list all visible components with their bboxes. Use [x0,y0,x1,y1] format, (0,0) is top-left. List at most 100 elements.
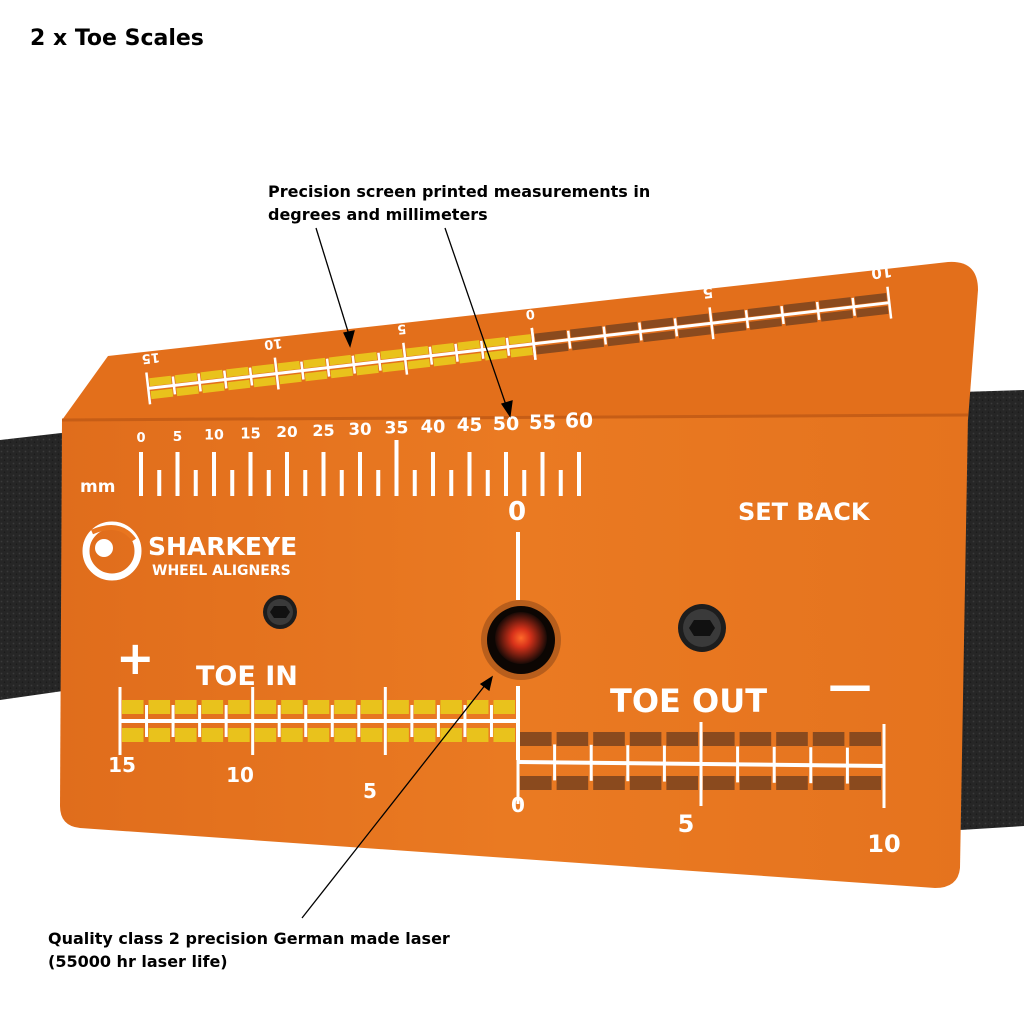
toe-out-band-cell [629,732,662,746]
top-toe-out-band-cell [641,317,674,330]
mm-tick-label: 60 [565,409,593,433]
top-toe-in-tick [377,352,382,371]
mm-tick-label: 30 [348,420,371,439]
toe-in-band-cell [334,700,356,714]
top-toe-out-band-cell [570,325,603,338]
top-toe-in-band-cell [354,351,378,363]
top-toe-out-band-cell [856,305,889,318]
top-toe-out-band-cell [642,330,676,343]
mm-tick-label: 10 [204,428,224,444]
toe-out-band-cell [812,776,845,790]
toe-out-band-cell [739,776,772,790]
top-toe-out-band-cell [535,342,569,355]
toe-in-band-cell [122,700,144,714]
top-scale-baseline [148,301,890,390]
top-toe-out-band-cell [820,310,853,322]
toe-in-band-cell [493,728,515,742]
top-toe-out-band-cell [607,334,640,347]
top-toe-out-band-cell [678,326,711,339]
top-toe-in-band-cell [227,379,251,391]
top-toe-out-tick [851,297,856,316]
page-title: 2 x Toe Scales [30,26,204,51]
toe-in-band-cell [334,728,356,742]
top-toe-out-band-cell [605,321,639,334]
top-toe-in-tick [171,376,177,395]
top-toe-in-tick [454,343,459,362]
top-toe-out-tick [708,307,715,340]
top-toe-out-number: 5 [702,283,714,302]
toe-out-band-cell [776,732,808,746]
top-toe-in-number: 0 [525,306,536,322]
top-toe-in-tick [300,361,305,380]
top-toe-out-band-cell [747,305,781,317]
toe-out-band-cell [520,776,552,790]
top-toe-out-band-cell [713,322,747,334]
top-toe-out-band-cell [784,314,818,326]
toe-out-band-cell [556,776,589,790]
toe-in-band-cell [387,728,409,742]
toe-out-band-cell [703,732,735,746]
mm-tick-label: 50 [493,413,519,435]
toe-in-band-cell [307,728,330,742]
top-toe-out-band-cell [571,338,605,351]
top-toe-in-band-cell [251,363,275,375]
top-toe-in-tick [197,373,202,392]
top-toe-out-band-cell [676,313,710,326]
top-toe-out-tick [744,310,750,329]
top-toe-in-band-cell [174,372,198,384]
setback-label: SET BACK [738,498,871,526]
mm-tick-label: 35 [385,419,409,439]
toe-in-band-cell [466,728,489,742]
top-toe-in-band-cell [458,352,482,364]
top-toe-out-tick [673,318,679,337]
top-toe-in-number: 15 [141,349,161,366]
top-toe-out-tick [530,327,537,360]
toe-in-band-cell [228,700,250,714]
top-toe-in-band-cell [356,364,379,376]
sharkeye-logo [82,521,142,581]
top-toe-in-band-cell [277,360,301,372]
toe-out-band-cell [520,732,552,746]
top-toe-in-band-cell [150,388,174,400]
toe-in-band-cell [360,700,383,714]
top-toe-in-tick [428,346,434,365]
top-toe-in-band-cell [176,385,199,397]
top-toe-out-band-cell [712,309,745,322]
top-toe-out-band-cell [783,301,816,313]
top-toe-in-band-cell [304,370,328,382]
toe-in-band-cell [281,700,303,714]
top-toe-in-band-cell [226,366,249,378]
top-toe-out-tick [780,305,785,325]
top-toe-in-tick [479,340,485,359]
top-toe-in-band-cell [303,357,326,369]
toe-out-band-cell [593,776,625,790]
toe-in-label-number: 15 [108,753,136,777]
toe-in-band-cell [201,700,224,714]
mm-tick-label: 5 [173,429,182,445]
toe-in-band-cell [493,700,515,714]
toe-out-label-number: 5 [678,810,695,838]
toe-in-band-cell [387,700,409,714]
top-toe-out-band-cell [854,292,888,305]
top-toe-in-tick [351,355,357,374]
toe-out-label: TOE OUT [610,682,767,720]
toe-in-band-cell [307,700,330,714]
toe-out-band-cell [849,732,881,746]
mm-tick-label: 0 [136,431,145,446]
toe-out-label-number: 10 [867,830,900,858]
mm-tick-label: 55 [529,411,556,434]
mm-tick-label: 45 [457,415,483,436]
mm-tick-label: 20 [276,423,297,441]
toe-out-band-cell [666,776,698,790]
top-toe-in-tick [145,372,152,405]
toe-in-band-cell [440,728,462,742]
toe-in-label: TOE IN [196,661,298,692]
top-toe-out-tick [815,301,821,320]
screw-left [263,595,297,629]
toe-in-band-cell [148,728,171,742]
callout-laser: Quality class 2 precision German made la… [48,927,450,973]
brand-tagline: WHEEL ALIGNERS [152,563,291,579]
